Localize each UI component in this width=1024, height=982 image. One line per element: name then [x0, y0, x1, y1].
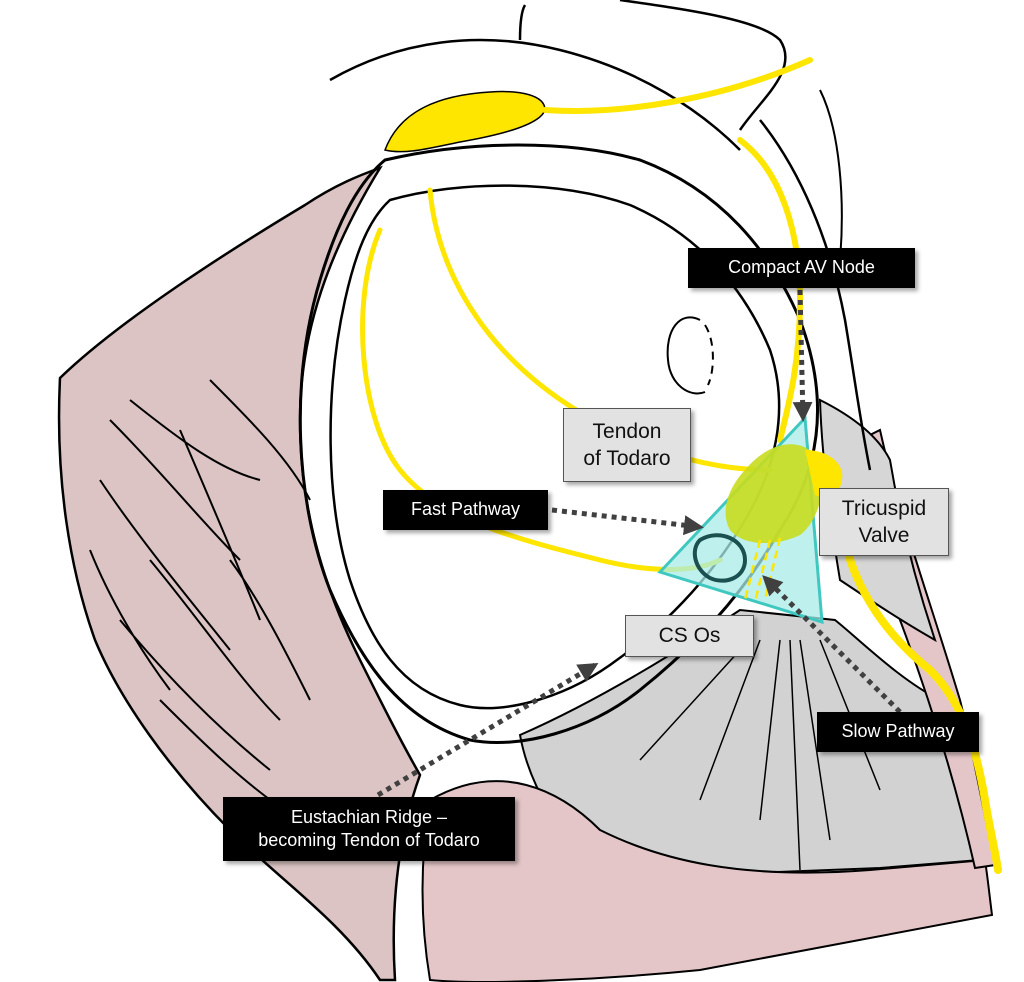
- label-tricuspid-valve-text: Tricuspid Valve: [841, 496, 927, 547]
- atrial-wall-inner: [329, 184, 781, 710]
- arrow-slow-pathway: [762, 575, 902, 714]
- conduction-pathway-right: [737, 137, 804, 443]
- label-compact-av-node: Compact AV Node: [688, 248, 915, 288]
- myocardium-lower: [421, 780, 994, 982]
- cs-ostium: [692, 533, 748, 583]
- label-slow-pathway-text: Slow Pathway: [841, 721, 955, 742]
- conduction-pathway-top: [542, 57, 813, 114]
- arrow-eustachian-ridge: [376, 662, 599, 798]
- label-compact-av-node-text: Compact AV Node: [728, 257, 875, 278]
- label-fast-pathway: Fast Pathway: [383, 490, 548, 530]
- arrow-compact-av-node: [792, 289, 813, 422]
- sinus-node: [384, 90, 546, 153]
- fossa-ovalis-mark: [666, 316, 706, 395]
- right-wall-outline: [759, 119, 872, 471]
- muscle-fibres: [89, 379, 311, 821]
- right-wall-outline-2: [819, 89, 843, 261]
- label-cs-os-text: CS Os: [658, 624, 721, 648]
- aortic-outline-2: [518, 4, 527, 41]
- aortic-outline: [329, 38, 741, 151]
- label-eustachian-ridge-text: Eustachian Ridge – becoming Tendon of To…: [258, 806, 480, 850]
- label-slow-pathway: Slow Pathway: [817, 712, 979, 752]
- label-tendon-of-todaro-text: Tendon of Todaro: [583, 419, 671, 470]
- fossa-ovalis-mark-dash: [704, 324, 714, 386]
- label-tricuspid-valve: Tricuspid Valve: [819, 488, 949, 556]
- label-tendon-of-todaro: Tendon of Todaro: [563, 408, 691, 482]
- his-bundle: [836, 516, 1002, 874]
- aortic-outline-3: [619, 0, 787, 131]
- label-cs-os: CS Os: [625, 615, 754, 657]
- compact-av-node-shape: [725, 444, 823, 544]
- atrial-wall-outer: [298, 143, 819, 744]
- label-fast-pathway-text: Fast Pathway: [410, 499, 521, 520]
- arrow-fast-pathway: [551, 507, 704, 536]
- label-eustachian-ridge: Eustachian Ridge – becoming Tendon of To…: [223, 797, 515, 861]
- av-node-extension: [805, 450, 843, 497]
